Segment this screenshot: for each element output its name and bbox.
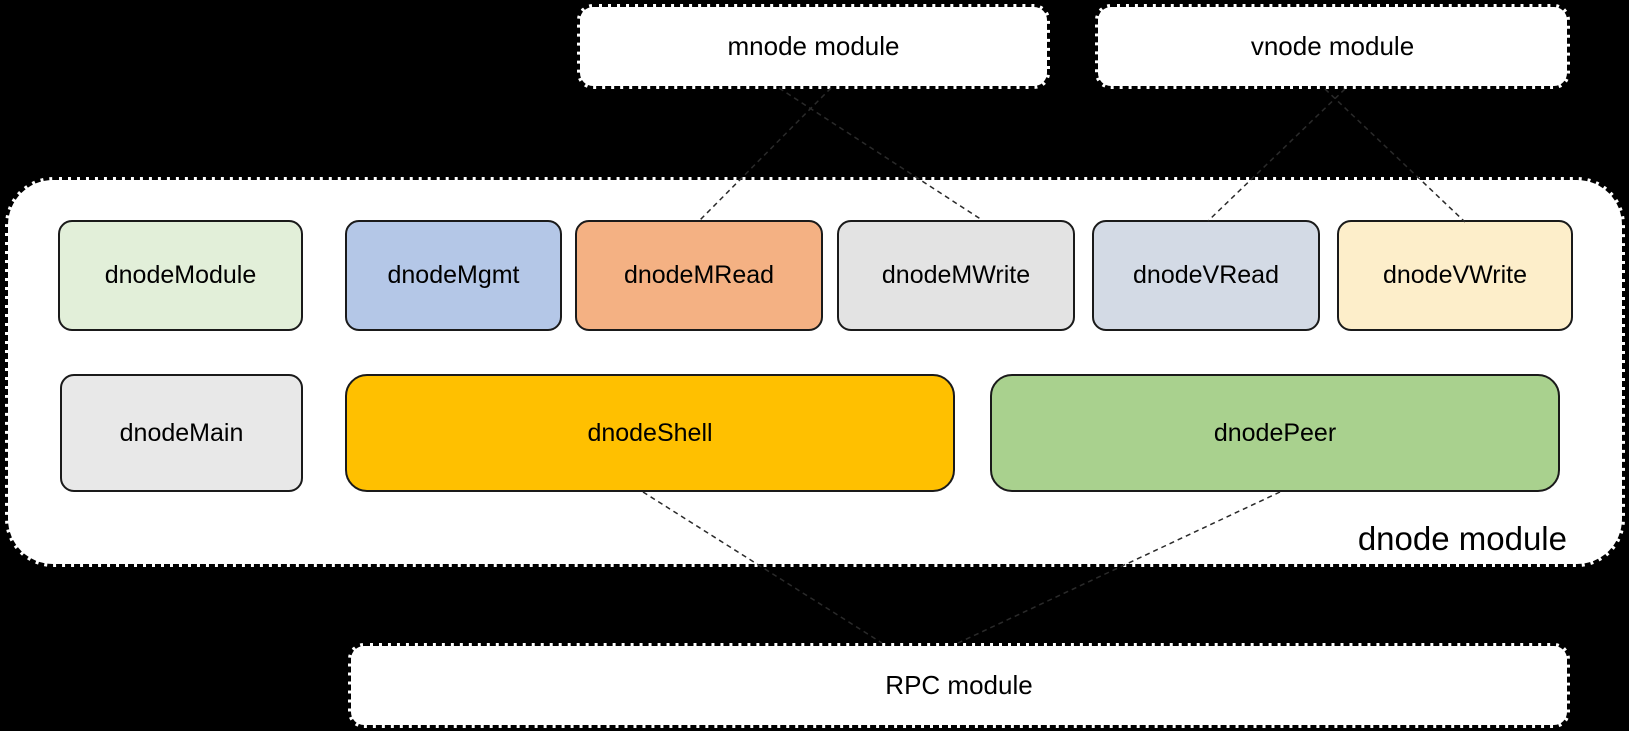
rpc-module-label: RPC module bbox=[885, 670, 1033, 700]
box-dnodeMWrite: dnodeMWrite bbox=[837, 220, 1075, 331]
box-dnodeMain: dnodeMain bbox=[60, 374, 303, 492]
mnode-module-box: mnode module bbox=[577, 4, 1050, 89]
vnode-module-box: vnode module bbox=[1095, 4, 1570, 89]
box-dnodePeer-label: dnodePeer bbox=[1213, 418, 1337, 447]
box-dnodeModule-label: dnodeModule bbox=[104, 261, 257, 289]
box-dnodeVRead-label: dnodeVRead bbox=[1133, 261, 1279, 289]
box-dnodeVWrite: dnodeVWrite bbox=[1337, 220, 1573, 331]
vnode-module-label: vnode module bbox=[1250, 31, 1415, 61]
rpc-module-box: RPC module bbox=[348, 643, 1570, 728]
box-dnodeMRead-label: dnodeMRead bbox=[623, 261, 775, 289]
dnode-module-label: dnode module bbox=[1357, 520, 1567, 557]
box-dnodeMgmt: dnodeMgmt bbox=[345, 220, 562, 331]
box-dnodeShell: dnodeShell bbox=[345, 374, 955, 492]
box-dnodeMWrite-label: dnodeMWrite bbox=[881, 261, 1031, 289]
box-dnodeShell-label: dnodeShell bbox=[587, 418, 713, 447]
box-dnodeMgmt-label: dnodeMgmt bbox=[387, 261, 520, 289]
box-dnodeMain-label: dnodeMain bbox=[119, 418, 244, 447]
box-dnodeMRead: dnodeMRead bbox=[575, 220, 823, 331]
box-dnodeModule: dnodeModule bbox=[58, 220, 303, 331]
box-dnodeVRead: dnodeVRead bbox=[1092, 220, 1320, 331]
box-dnodeVWrite-label: dnodeVWrite bbox=[1382, 261, 1528, 289]
box-dnodePeer: dnodePeer bbox=[990, 374, 1560, 492]
mnode-module-label: mnode module bbox=[727, 31, 900, 61]
